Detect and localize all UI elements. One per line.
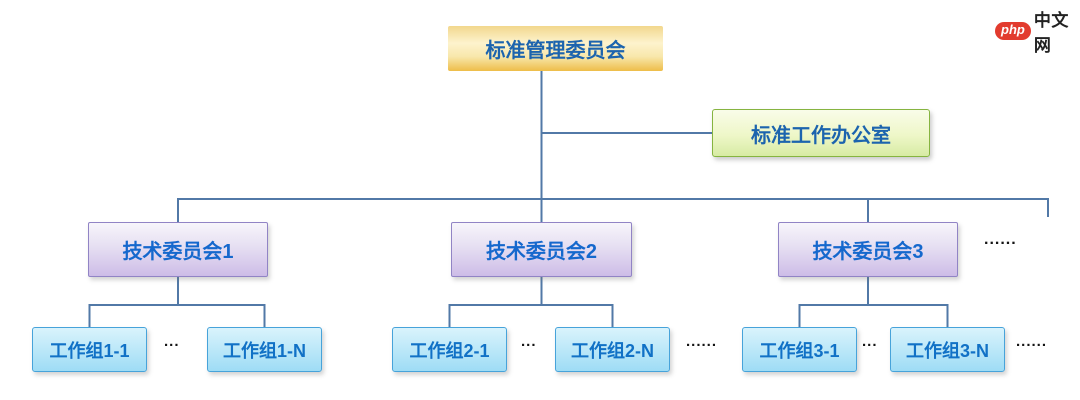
node-technical-committee-1: 技术委员会1: [88, 222, 268, 277]
workgroup-2-ellipsis: ...: [521, 333, 537, 350]
workgroup-3-ellipsis: ...: [862, 333, 878, 350]
node-standards-work-office: 标准工作办公室: [712, 109, 930, 157]
php-site-logo: php 中文网: [995, 6, 1080, 56]
workgroup-1-ellipsis: ...: [164, 333, 180, 350]
node-workgroup-3-n: 工作组3-N: [890, 327, 1005, 372]
node-workgroup-3-1: 工作组3-1: [742, 327, 857, 372]
more-workgroups-2-ellipsis: ......: [686, 333, 718, 350]
more-committees-ellipsis: ......: [984, 231, 1017, 248]
node-workgroup-2-n: 工作组2-N: [555, 327, 670, 372]
node-technical-committee-3: 技术委员会3: [778, 222, 958, 277]
site-name-label: 中文网: [1033, 11, 1069, 55]
node-standards-management-committee: 标准管理委员会: [448, 26, 663, 71]
more-workgroups-3-ellipsis: ......: [1016, 333, 1048, 350]
node-technical-committee-2: 技术委员会2: [451, 222, 632, 277]
node-workgroup-1-1: 工作组1-1: [32, 327, 147, 372]
node-workgroup-2-1: 工作组2-1: [392, 327, 507, 372]
php-logo-badge: php: [995, 22, 1031, 40]
node-workgroup-1-n: 工作组1-N: [207, 327, 322, 372]
